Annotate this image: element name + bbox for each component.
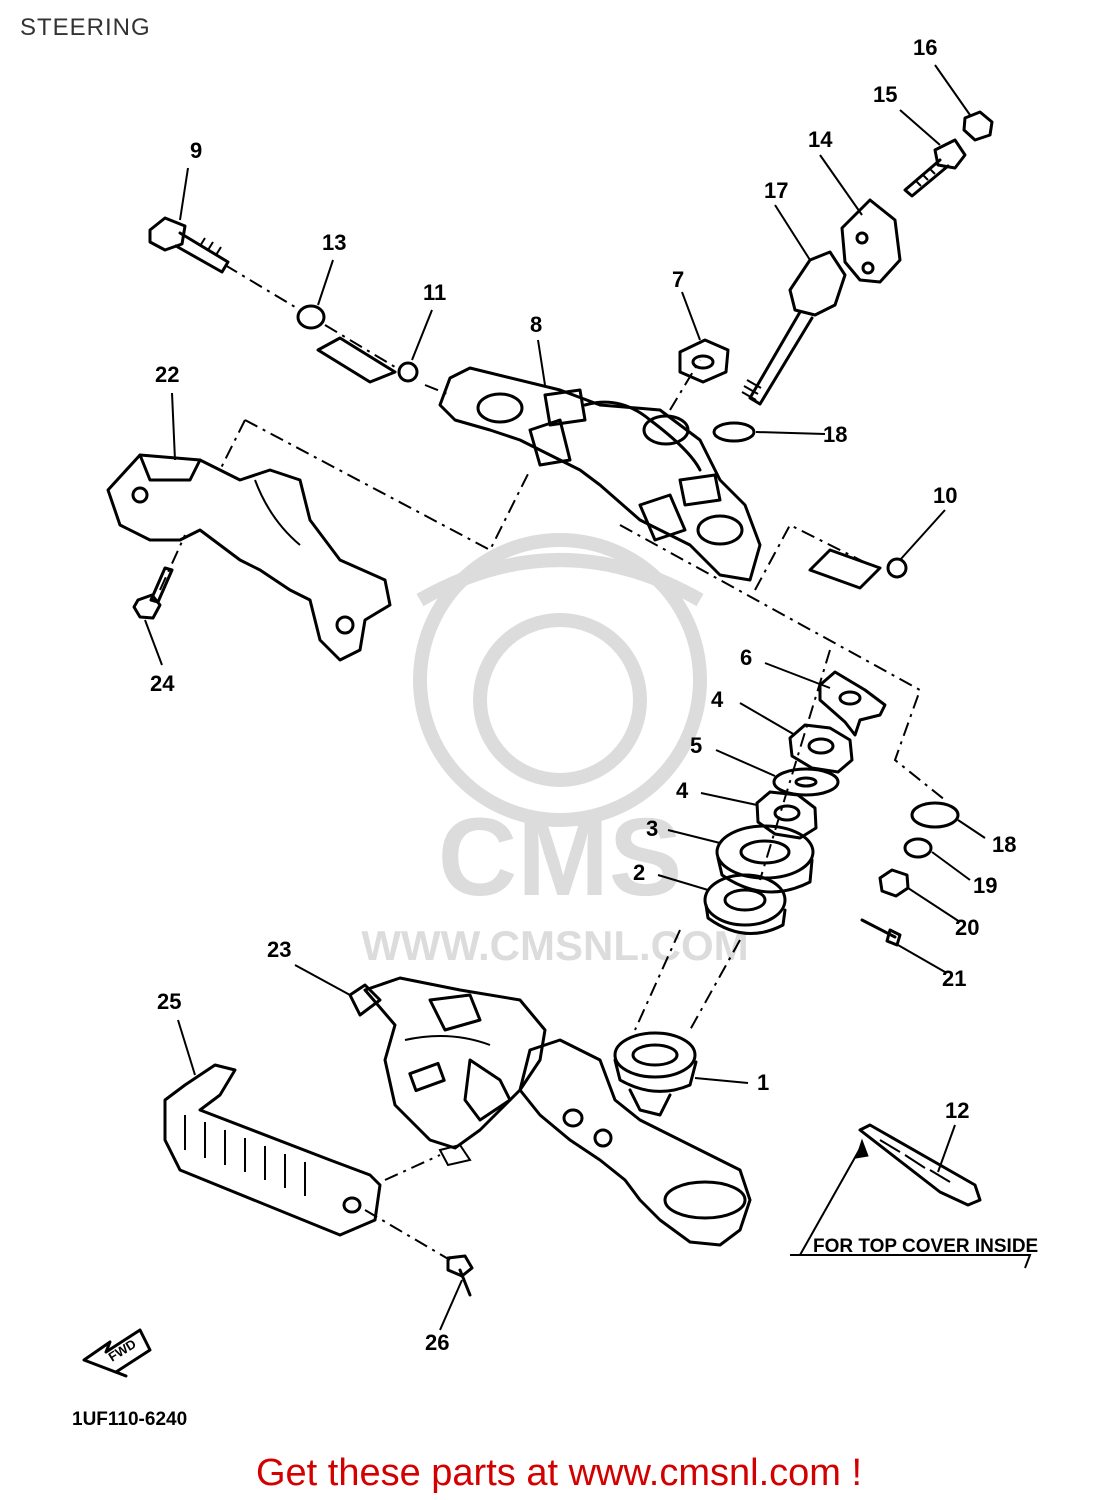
part-7-nut bbox=[678, 338, 730, 384]
assembly-lines bbox=[159, 264, 946, 1261]
callout-17: 17 bbox=[764, 178, 788, 203]
callout-24: 24 bbox=[150, 671, 175, 696]
part-15-bolt bbox=[903, 138, 967, 198]
note-top-cover: FOR TOP COVER INSIDE bbox=[813, 1236, 1038, 1257]
callout-21: 21 bbox=[942, 966, 966, 991]
part-6-lock-plate bbox=[818, 670, 887, 737]
callout-18-upper: 18 bbox=[823, 422, 847, 447]
callout-16: 16 bbox=[913, 35, 937, 60]
callout-5: 5 bbox=[690, 733, 702, 758]
part-21-pin bbox=[860, 918, 902, 947]
callout-26: 26 bbox=[425, 1330, 449, 1355]
callout-22: 22 bbox=[155, 362, 179, 387]
page-title: STEERING bbox=[20, 14, 151, 41]
part-17-bolt bbox=[741, 250, 847, 406]
callout-11: 11 bbox=[423, 280, 446, 305]
part-20-nut bbox=[878, 868, 910, 898]
part-5-washer bbox=[772, 767, 840, 797]
callout-14: 14 bbox=[808, 127, 833, 152]
part-13-washer bbox=[296, 304, 326, 330]
diagram-code: 1UF110-6240 bbox=[72, 1409, 187, 1430]
callout-9: 9 bbox=[190, 138, 202, 163]
callout-10: 10 bbox=[933, 483, 957, 508]
part-3-bearing bbox=[715, 824, 815, 894]
callout-7: 7 bbox=[672, 267, 684, 292]
callout-8: 8 bbox=[530, 312, 542, 337]
part-18-washer-lower bbox=[910, 801, 960, 829]
callout-18-lower: 18 bbox=[992, 832, 1016, 857]
callout-6: 6 bbox=[740, 645, 752, 670]
part-4-ring-nut-lower bbox=[755, 790, 818, 840]
callout-1: 1 bbox=[757, 1070, 769, 1095]
callout-3: 3 bbox=[646, 816, 658, 841]
part-26-screw bbox=[446, 1254, 474, 1297]
part-1-steering-column bbox=[518, 1031, 752, 1247]
part-25-cover bbox=[163, 1063, 382, 1237]
leader-lines bbox=[144, 64, 986, 1331]
callout-13: 13 bbox=[322, 230, 346, 255]
callout-20: 20 bbox=[955, 915, 979, 940]
part-16-nut bbox=[962, 110, 994, 142]
part-18-washer-upper bbox=[712, 421, 756, 443]
callout-4-lower: 4 bbox=[676, 778, 689, 803]
part-22-bracket bbox=[106, 453, 392, 662]
watermark-url-text: WWW.CMSNL.COM bbox=[361, 922, 748, 969]
part-8-under-bracket bbox=[438, 366, 762, 582]
cms-watermark: CMS WWW.CMSNL.COM bbox=[361, 533, 749, 969]
part-9-bolt bbox=[148, 216, 230, 274]
fwd-arrow-icon: FWD bbox=[82, 1328, 152, 1378]
callout-4-upper: 4 bbox=[711, 687, 724, 712]
footer-link[interactable]: Get these parts at www.cmsnl.com ! bbox=[255, 1452, 863, 1494]
part-10-nut bbox=[808, 548, 908, 590]
part-19-washer bbox=[903, 837, 933, 859]
part-24-screw bbox=[132, 566, 174, 620]
callout-numbers: 1 2 3 4 4 5 6 7 8 9 10 11 12 13 14 15 16… bbox=[150, 35, 1016, 1355]
part-11-nut bbox=[316, 336, 419, 384]
part-23-lever-assembly bbox=[348, 976, 547, 1167]
part-12-label bbox=[858, 1123, 982, 1207]
callout-25: 25 bbox=[157, 989, 181, 1014]
part-2-bearing bbox=[703, 873, 787, 935]
callout-12: 12 bbox=[945, 1098, 969, 1123]
part-14-clamp bbox=[840, 198, 902, 284]
callout-2: 2 bbox=[633, 860, 645, 885]
note-bracket bbox=[790, 1138, 1032, 1269]
callout-19: 19 bbox=[973, 873, 997, 898]
watermark-logo-text: CMS bbox=[438, 796, 682, 919]
callout-23: 23 bbox=[267, 937, 291, 962]
callout-15: 15 bbox=[873, 82, 897, 107]
part-4-ring-nut-upper bbox=[788, 723, 854, 774]
